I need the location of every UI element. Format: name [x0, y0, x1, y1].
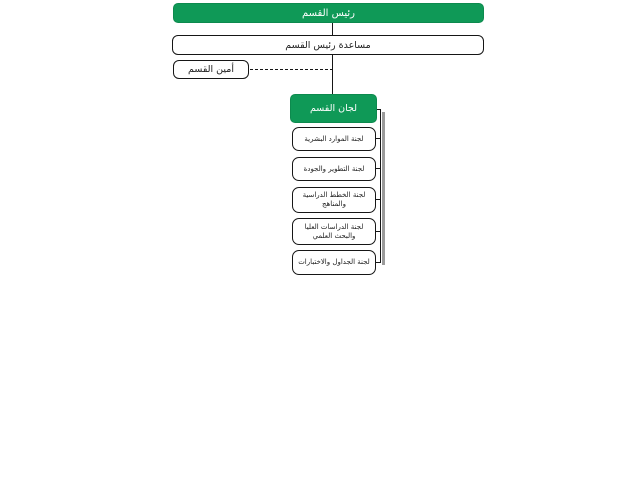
connector-right-rail-shadow: [381, 112, 385, 265]
connector-stub-committees-group: [377, 109, 381, 110]
node-department-head: رئيس القسم: [173, 3, 484, 23]
connector-head-to-assistant: [332, 23, 333, 35]
connector-assistant-to-committees: [332, 55, 333, 94]
node-committee-study-plans-curricula: لجنة الخطط الدراسية والمناهج: [292, 187, 376, 213]
node-committee-graduate-studies-research: لجنة الدراسات العليا والبحث العلمي: [292, 218, 376, 245]
connector-stub-committee-3: [376, 199, 381, 200]
node-department-committees-group: لجان القسم: [290, 94, 377, 123]
node-department-secretary: أمين القسم: [173, 60, 249, 79]
connector-stub-committee-5: [376, 261, 381, 263]
connector-stub-committee-2: [376, 168, 381, 169]
connector-stub-committee-1: [376, 138, 381, 139]
connector-stub-committee-4: [376, 230, 381, 232]
node-committee-development-quality: لجنة التطوير والجودة: [292, 157, 376, 181]
connector-secretary-dashed-line: [250, 69, 333, 70]
node-committee-schedules-exams: لجنة الجداول والاختبارات: [292, 250, 376, 275]
node-committee-human-resources: لجنة الموارد البشرية: [292, 127, 376, 151]
connector-right-rail: [379, 109, 381, 263]
node-department-head-assistant: مساعدة رئيس القسم: [172, 35, 484, 55]
